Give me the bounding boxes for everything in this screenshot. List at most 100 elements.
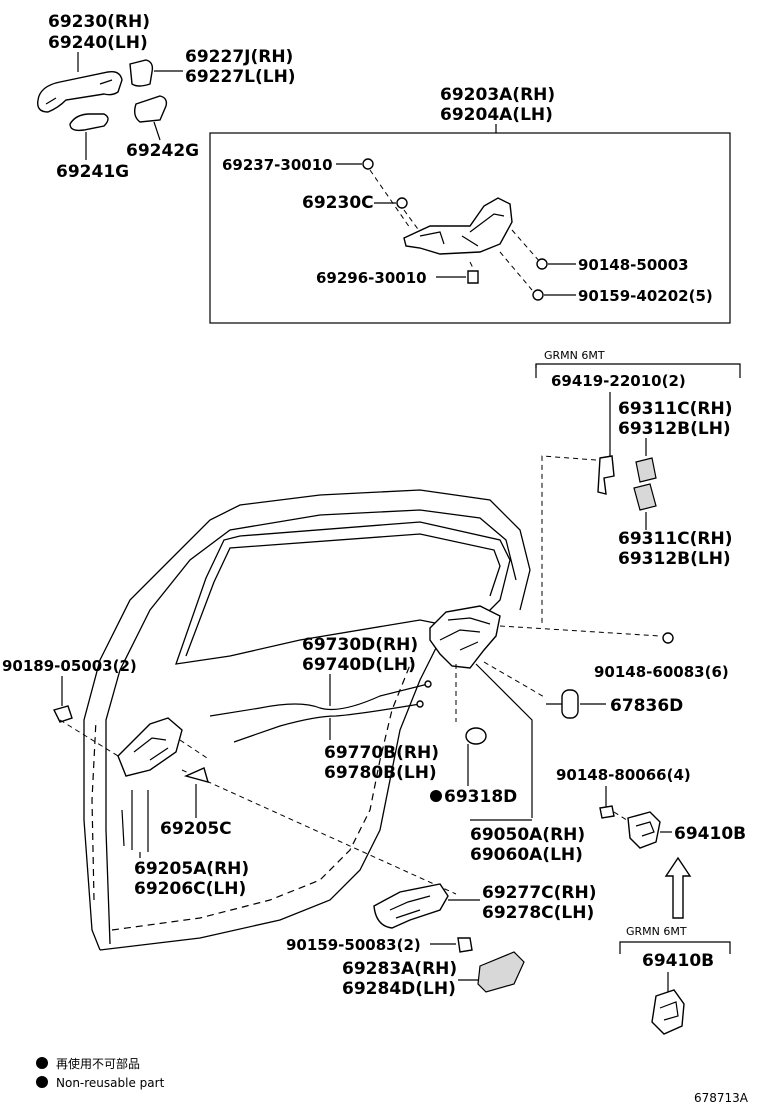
door-lock-part	[429, 605, 501, 669]
screw-69237-part	[362, 158, 374, 170]
label-69205A: 69205A(RH)	[134, 859, 249, 879]
label-69230: 69230(RH)	[48, 12, 150, 32]
grmn-top-label: GRMN 6MT	[544, 349, 605, 362]
screw-90159-50083-part	[457, 937, 473, 953]
label-69770B: 69770B(RH)	[324, 743, 439, 763]
screw-69205c-part	[183, 767, 210, 784]
outside-handle-part	[37, 70, 123, 113]
label-69283A: 69283A(RH)	[342, 959, 457, 979]
screw-90148-80066-part	[599, 805, 615, 819]
lock-rods-part	[121, 790, 149, 852]
label-69419: 69419-22010(2)	[551, 372, 686, 390]
cable-69730d-part	[209, 683, 429, 717]
inside-lock-bracket-detail	[133, 737, 169, 761]
legend-bullet-jp	[36, 1057, 48, 1069]
door-outline-outer	[83, 489, 531, 951]
legend-jp: 再使用不可部品	[56, 1056, 140, 1071]
nut-69230c-part	[396, 197, 408, 209]
clip-90189-part	[52, 705, 73, 723]
door-bottom-edge-dashed	[111, 659, 413, 931]
label-69410B-a: 69410B	[674, 824, 746, 844]
non-reusable-marker-69318D	[430, 790, 442, 802]
bracket-dashed-guides	[59, 719, 457, 895]
label-90148-60083: 90148-60083(6)	[594, 663, 729, 681]
cable-end-lower	[416, 700, 424, 708]
label-69240: 69240(LH)	[48, 33, 148, 53]
label-69740D: 69740D(LH)	[302, 655, 416, 675]
frame-assembly-box	[209, 132, 731, 324]
bezel-69283a-part	[477, 951, 525, 993]
label-69203A: 69203A(RH)	[440, 85, 555, 105]
label-69278C: 69278C(LH)	[482, 903, 594, 923]
handle-frame-part	[403, 197, 513, 255]
grommet-67836d-part	[561, 689, 579, 719]
label-90159-40202: 90159-40202(5)	[578, 287, 713, 305]
handle-pad-69242g-part	[133, 95, 168, 123]
cable-69770b-part	[233, 703, 421, 743]
label-69060A: 69060A(LH)	[470, 845, 583, 865]
label-69204A: 69204A(LH)	[440, 105, 553, 125]
leader-69050A	[475, 663, 533, 818]
handle-frame-detail	[419, 213, 505, 247]
label-69410B-b: 69410B	[642, 951, 714, 971]
grommet-dashed-guide	[483, 661, 547, 699]
label-69230C: 69230C	[302, 193, 374, 213]
cover-69311c-lower-part	[633, 483, 657, 511]
door-window-frame	[175, 521, 511, 665]
handle-pad-69241g-part	[69, 113, 109, 132]
striker-grmn-detail	[659, 1001, 679, 1021]
figure-id: 678713A	[694, 1091, 749, 1105]
grmn-bottom-label: GRMN 6MT	[626, 925, 687, 938]
striker-detail	[635, 821, 655, 837]
inside-lock-bracket-part	[117, 717, 183, 777]
label-69318D: 69318D	[444, 787, 517, 807]
label-69312B-a: 69312B(LH)	[618, 419, 731, 439]
screw-69296-part	[467, 270, 479, 284]
inside-handle-part	[373, 883, 449, 929]
label-69237: 69237-30010	[222, 156, 333, 174]
lock-dashed-guides	[455, 625, 661, 722]
striker-grmn-part	[651, 989, 685, 1035]
label-69242G: 69242G	[126, 141, 199, 161]
label-90148-80066: 90148-80066(4)	[556, 766, 691, 784]
label-69312B-b: 69312B(LH)	[618, 549, 731, 569]
label-69780B: 69780B(LH)	[324, 763, 437, 783]
label-67836D: 67836D	[610, 696, 683, 716]
door-lock-detail	[439, 617, 491, 651]
leader-69242G	[153, 121, 161, 141]
clip-69419-part	[597, 455, 615, 495]
grmn-dashed-guide	[541, 455, 597, 626]
label-69311C-a: 69311C(RH)	[618, 399, 732, 419]
label-69311C-b: 69311C(RH)	[618, 529, 732, 549]
inside-handle-detail	[389, 895, 431, 919]
label-90189: 90189-05003(2)	[2, 657, 137, 675]
label-69227J: 69227J(RH)	[185, 47, 293, 67]
door-side-dashed	[91, 719, 97, 901]
label-90148-50003: 90148-50003	[578, 256, 689, 274]
legend-bullet-en	[36, 1076, 48, 1088]
label-90159-50083: 90159-50083(2)	[286, 936, 421, 954]
handle-cap-part	[129, 59, 154, 87]
frame-dashed-guides	[369, 169, 541, 291]
seal-69318d-part	[465, 727, 487, 745]
label-69730D: 69730D(RH)	[302, 635, 418, 655]
up-arrow	[664, 856, 692, 919]
label-69296: 69296-30010	[316, 269, 427, 287]
legend-en: Non-reusable part	[56, 1076, 165, 1090]
striker-69410b-part	[627, 811, 661, 849]
label-69227L: 69227L(LH)	[185, 67, 296, 87]
cover-69311c-upper-part	[635, 457, 657, 483]
outside-handle-detail	[45, 79, 113, 105]
label-69205C: 69205C	[160, 819, 232, 839]
grmn-bottom-bracket	[619, 941, 731, 954]
door-outline-inner	[105, 509, 517, 945]
label-69284D: 69284D(LH)	[342, 979, 456, 999]
label-69277C: 69277C(RH)	[482, 883, 596, 903]
label-69206C: 69206C(LH)	[134, 879, 246, 899]
label-69241G: 69241G	[56, 162, 129, 182]
door-window-frame-inner	[185, 533, 501, 657]
bolt-90159-40202-part	[532, 289, 544, 301]
label-69050A: 69050A(RH)	[470, 825, 585, 845]
bolt-90148-50003-part	[536, 258, 548, 270]
